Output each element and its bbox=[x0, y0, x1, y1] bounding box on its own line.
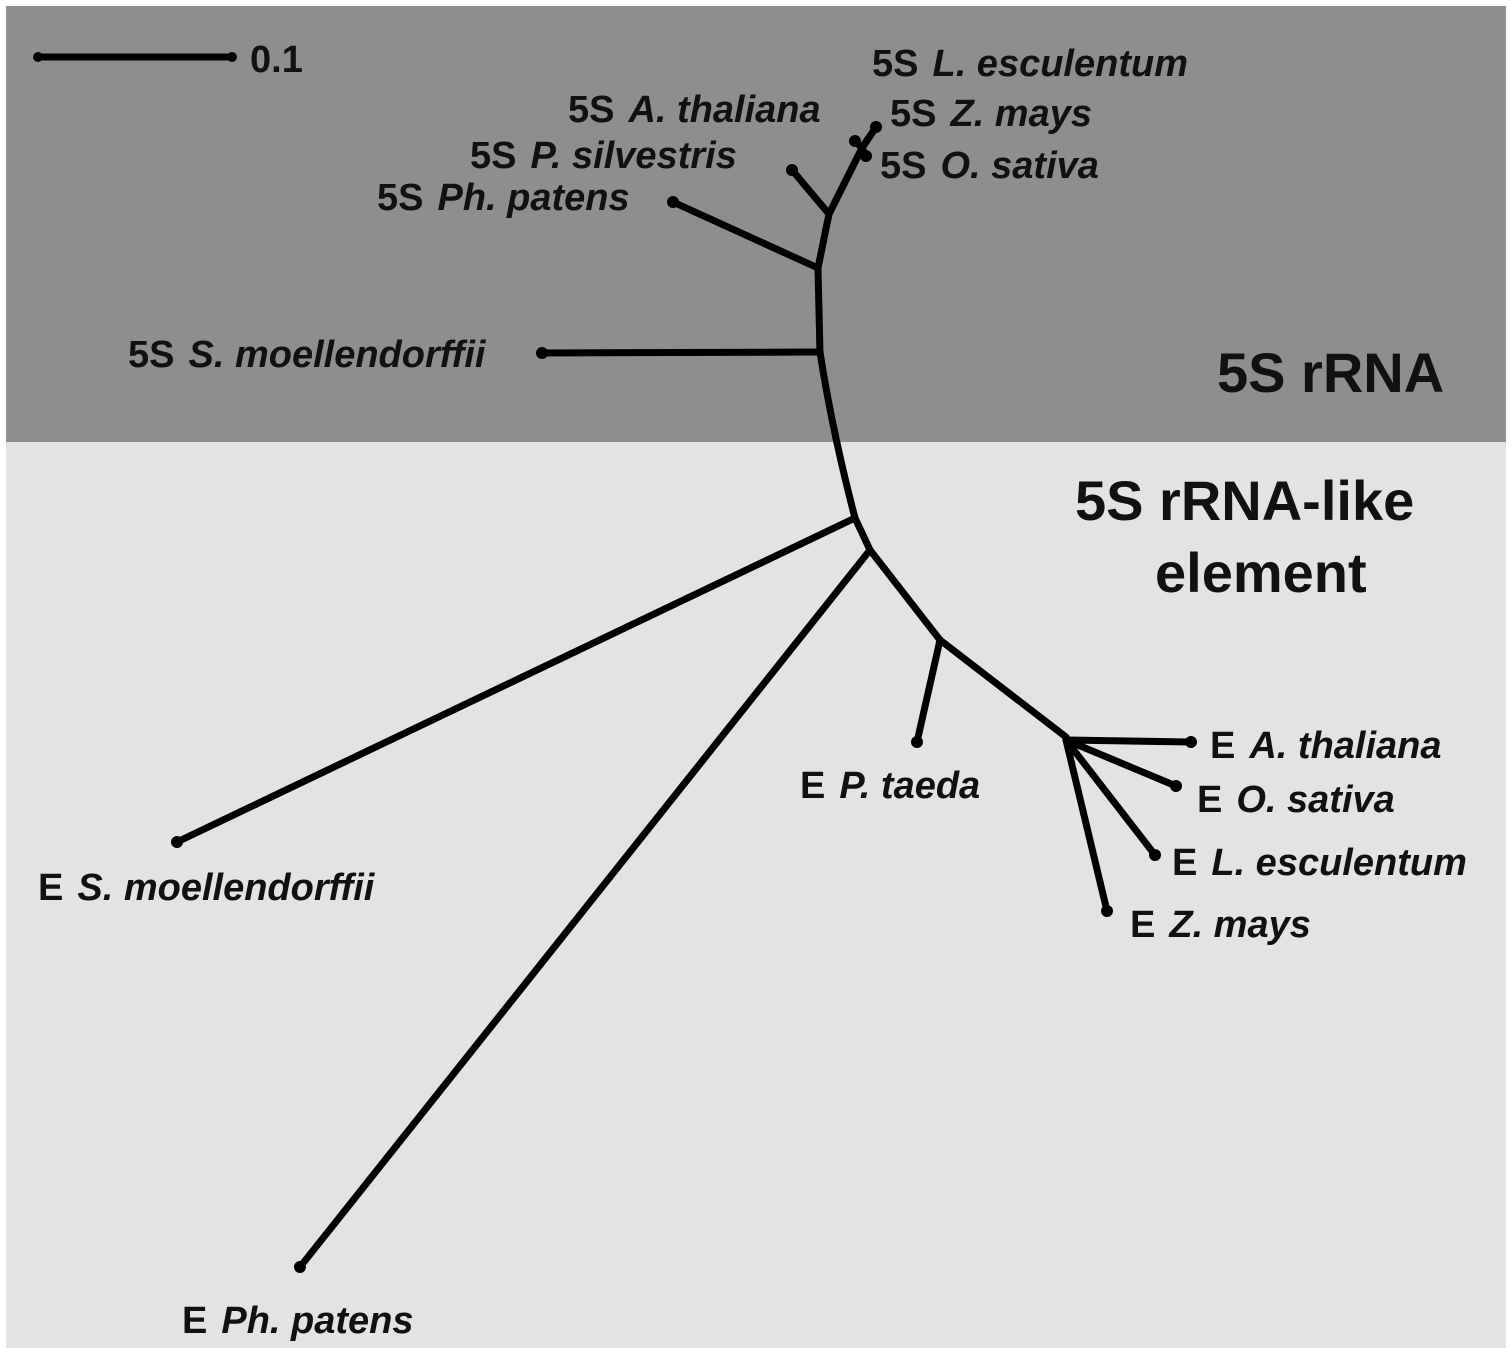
scale-bar-end bbox=[227, 52, 237, 62]
edge-internal bbox=[936, 636, 1070, 741]
taxon-label: E P. taeda bbox=[800, 765, 980, 807]
edge-e-ph-patens bbox=[296, 546, 874, 1271]
taxon-prefix: E bbox=[38, 867, 63, 909]
taxon-prefix: E bbox=[800, 765, 825, 807]
taxon-label: E S. moellendorffii bbox=[38, 867, 376, 909]
tip-node bbox=[911, 736, 923, 748]
edge-5s-p-silvestris bbox=[788, 166, 833, 218]
region-5s-rrna-like-element bbox=[6, 442, 1506, 1348]
edge-e-p-taeda bbox=[913, 636, 944, 746]
taxon-species: S. moellendorffii bbox=[188, 334, 486, 376]
edge-internal bbox=[866, 546, 944, 644]
taxon-species: Z. mays bbox=[1168, 904, 1311, 946]
taxon-species: O. sativa bbox=[1236, 779, 1394, 821]
taxon-label: E L. esculentum bbox=[1172, 842, 1467, 884]
tip-node bbox=[667, 196, 679, 208]
taxon-prefix: 5S bbox=[470, 135, 516, 177]
taxon-label: 5S L. esculentum bbox=[872, 43, 1188, 85]
scale-bar-end bbox=[33, 52, 43, 62]
tip-node bbox=[870, 121, 882, 133]
taxon-label: 5S A. thaliana bbox=[568, 89, 821, 131]
edge-internal bbox=[825, 144, 866, 218]
edge-internal bbox=[814, 264, 824, 358]
taxon-label: 5S O. sativa bbox=[880, 145, 1099, 187]
taxon-species: P. taeda bbox=[839, 765, 980, 807]
edge-internal bbox=[816, 348, 859, 522]
tree-tips bbox=[171, 121, 1197, 1273]
taxon-prefix: 5S bbox=[890, 93, 936, 135]
taxon-species: S. moellendorffii bbox=[77, 867, 375, 909]
edge-5s-s-moellendorffii bbox=[538, 348, 824, 357]
taxon-prefix: E bbox=[1172, 842, 1197, 884]
taxon-label: 5S S. moellendorffii bbox=[128, 334, 487, 376]
region-5s-rrna bbox=[6, 6, 1506, 442]
tip-node bbox=[786, 164, 798, 176]
tip-node bbox=[849, 135, 861, 147]
taxon-label: E Ph. patens bbox=[182, 1300, 414, 1342]
taxon-prefix: 5S bbox=[377, 177, 423, 219]
taxon-species: P. silvestris bbox=[530, 135, 736, 177]
tip-node bbox=[1185, 736, 1197, 748]
edge-5s-ph-patens bbox=[669, 198, 822, 272]
taxon-species: A. thaliana bbox=[1248, 725, 1441, 767]
taxon-species: O. sativa bbox=[940, 145, 1098, 187]
taxon-label: 5S Ph. patens bbox=[377, 177, 630, 219]
taxon-prefix: 5S bbox=[568, 89, 614, 131]
tip-node bbox=[1149, 849, 1161, 861]
tip-node bbox=[171, 836, 183, 848]
taxon-prefix: 5S bbox=[872, 43, 918, 85]
taxon-label: E Z. mays bbox=[1130, 904, 1311, 946]
region-label-like-line1: 5S rRNA-like bbox=[1075, 469, 1414, 532]
taxon-label: E A. thaliana bbox=[1210, 725, 1442, 767]
edge-e-l-esculentum bbox=[1062, 736, 1159, 859]
taxon-prefix: E bbox=[182, 1300, 207, 1342]
edge-e-a-thaliana bbox=[1062, 736, 1195, 746]
edge-internal bbox=[814, 210, 833, 272]
taxon-prefix: E bbox=[1210, 725, 1235, 767]
taxon-prefix: 5S bbox=[880, 145, 926, 187]
tree-edges bbox=[173, 123, 1195, 1271]
edge-internal bbox=[851, 514, 874, 554]
taxon-label: 5S Z. mays bbox=[890, 93, 1092, 135]
taxon-label: 5S P. silvestris bbox=[470, 135, 737, 177]
taxon-label: E O. sativa bbox=[1197, 779, 1395, 821]
edge-e-z-mays bbox=[1062, 736, 1111, 915]
taxon-species: Ph. patens bbox=[221, 1300, 413, 1342]
taxon-prefix: E bbox=[1197, 779, 1222, 821]
scale-bar-label: 0.1 bbox=[250, 39, 303, 81]
region-label-5s-rrna: 5S rRNA bbox=[1217, 341, 1444, 404]
edge-5s-z-mays bbox=[858, 132, 874, 152]
taxon-prefix: E bbox=[1130, 904, 1155, 946]
tip-node bbox=[1101, 905, 1113, 917]
tip-node bbox=[536, 347, 548, 359]
taxon-species: L. esculentum bbox=[1211, 842, 1467, 884]
region-label-like-line2: element bbox=[1155, 541, 1367, 604]
tip-node bbox=[294, 1261, 306, 1273]
taxon-species: Z. mays bbox=[949, 93, 1092, 135]
edge-e-s-moellendorffii bbox=[173, 514, 859, 846]
taxon-species: A. thaliana bbox=[627, 89, 820, 131]
edge-e-o-sativa bbox=[1062, 736, 1180, 790]
tip-node bbox=[860, 150, 872, 162]
taxon-prefix: 5S bbox=[128, 334, 174, 376]
taxon-species: L. esculentum bbox=[932, 43, 1188, 85]
taxon-species: Ph. patens bbox=[437, 177, 629, 219]
tip-node bbox=[1170, 780, 1182, 792]
